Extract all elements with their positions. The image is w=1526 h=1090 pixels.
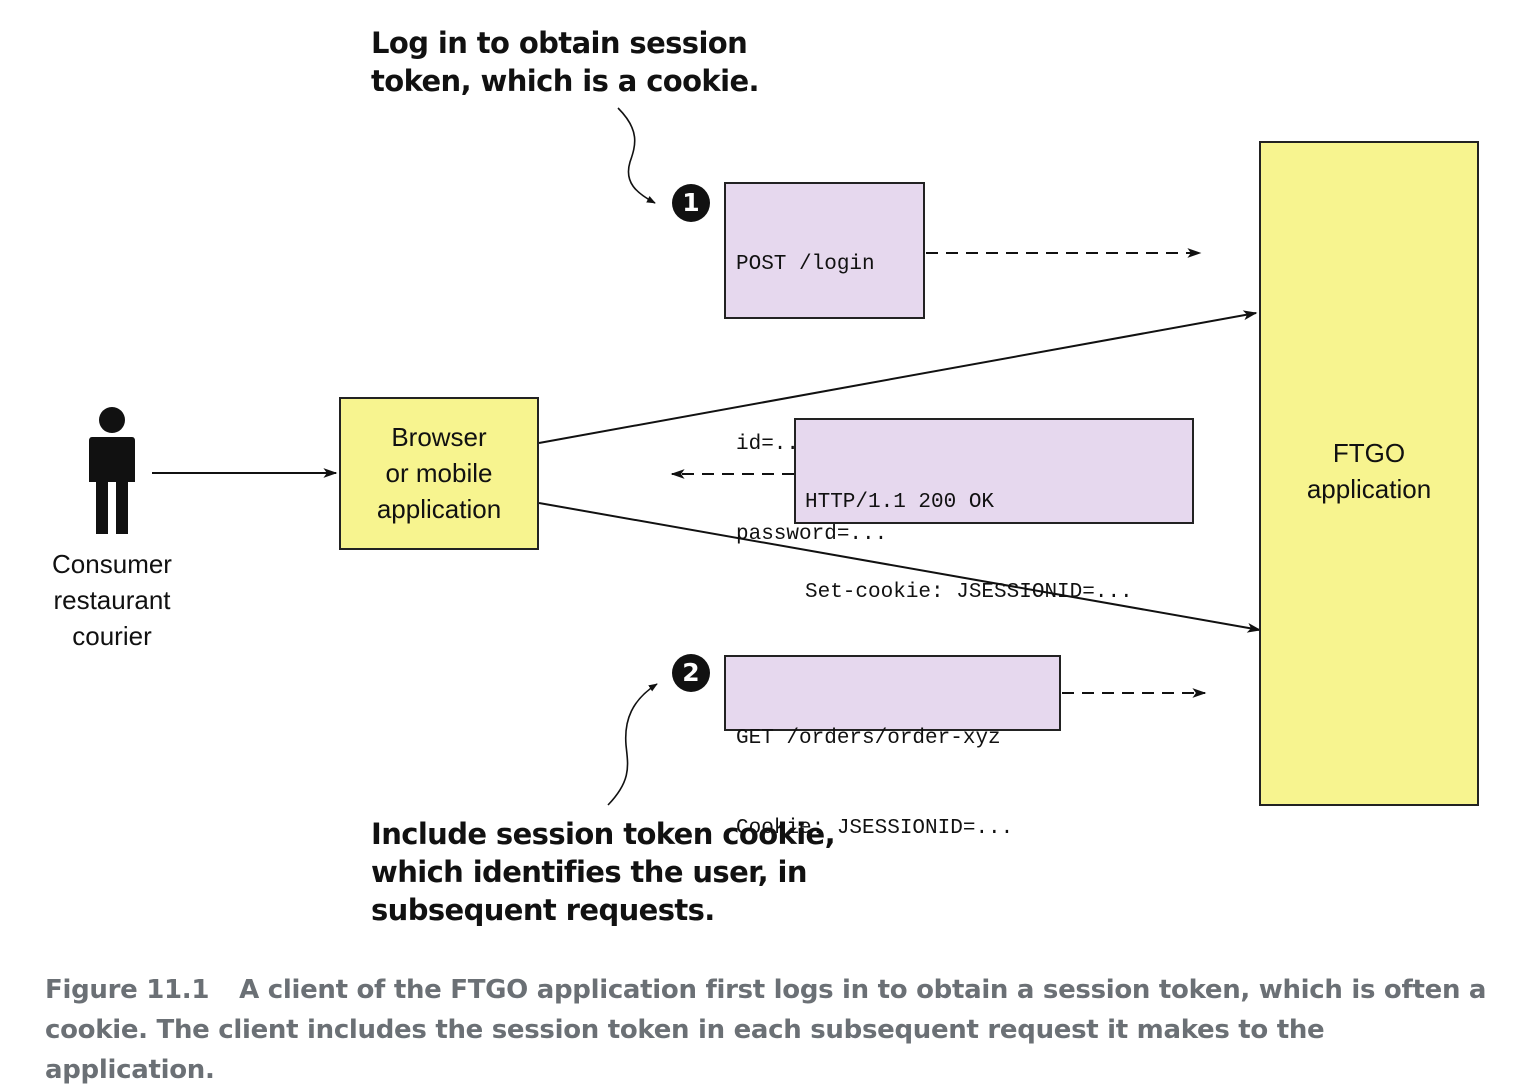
- ftgo-application-label-line: FTGO: [1332, 438, 1406, 468]
- message-line: POST /login: [736, 253, 875, 276]
- login-response-box: HTTP/1.1 200 OK Set-cookie: JSESSIONID=.…: [794, 418, 1194, 694]
- message-line: password=...: [736, 523, 888, 546]
- order-request-box: GET /orders/order-xyz Cookie: JSESSIONID…: [724, 655, 1061, 840]
- include-note-line: which identifies the user, in: [371, 855, 808, 889]
- ftgo-application-label-line: application: [1306, 474, 1432, 504]
- step-number-badge: 2: [672, 654, 710, 692]
- client-app-label-line: application: [376, 494, 502, 524]
- order-request-text: GET /orders/order-xyz Cookie: JSESSIONID…: [736, 664, 1013, 904]
- message-line: id=...: [736, 433, 812, 456]
- login-note-pointer: [617, 107, 656, 204]
- actor-label-line: restaurant: [53, 585, 171, 615]
- client-app-label: Browser or mobile application: [341, 419, 537, 527]
- login-request-box: POST /login id=... password=...: [724, 182, 925, 546]
- client-app-box: Browser or mobile application: [339, 397, 539, 550]
- actor-label: Consumer restaurant courier: [22, 546, 202, 654]
- login-response-text: HTTP/1.1 200 OK Set-cookie: JSESSIONID=.…: [805, 428, 1133, 758]
- actor-label-line: courier: [72, 621, 152, 651]
- login-note: Log in to obtain session token, which is…: [371, 24, 760, 100]
- login-request-text: POST /login id=... password=...: [736, 190, 887, 610]
- figure-number: Figure 11.1: [45, 975, 210, 1005]
- message-line: Cookie: JSESSIONID=...: [736, 817, 1014, 840]
- message-line: HTTP/1.1 200 OK: [805, 491, 995, 514]
- include-note: Include session token cookie, which iden…: [371, 815, 836, 929]
- ftgo-application-label: FTGO application: [1261, 435, 1477, 507]
- include-note-pointer: [607, 683, 658, 806]
- client-app-label-line: or mobile: [385, 458, 493, 488]
- client-to-server-arrow-lower: [538, 502, 1262, 633]
- include-note-line: subsequent requests.: [371, 893, 715, 927]
- client-app-label-line: Browser: [391, 422, 487, 452]
- client-to-server-arrow-upper: [538, 310, 1258, 444]
- message-line: [736, 340, 887, 370]
- message-line: GET /orders/order-xyz: [736, 727, 1001, 750]
- login-note-line: token, which is a cookie.: [371, 64, 760, 98]
- include-note-line: Include session token cookie,: [371, 817, 836, 851]
- message-line: Set-cookie: JSESSIONID=...: [805, 581, 1133, 604]
- person-icon: [89, 407, 135, 534]
- step-number-badge: 1: [672, 184, 710, 222]
- login-note-line: Log in to obtain session: [371, 26, 748, 60]
- figure-caption-text: A client of the FTGO application first l…: [45, 975, 1487, 1085]
- ftgo-application-box: FTGO application: [1259, 141, 1479, 806]
- actor-label-line: Consumer: [52, 549, 172, 579]
